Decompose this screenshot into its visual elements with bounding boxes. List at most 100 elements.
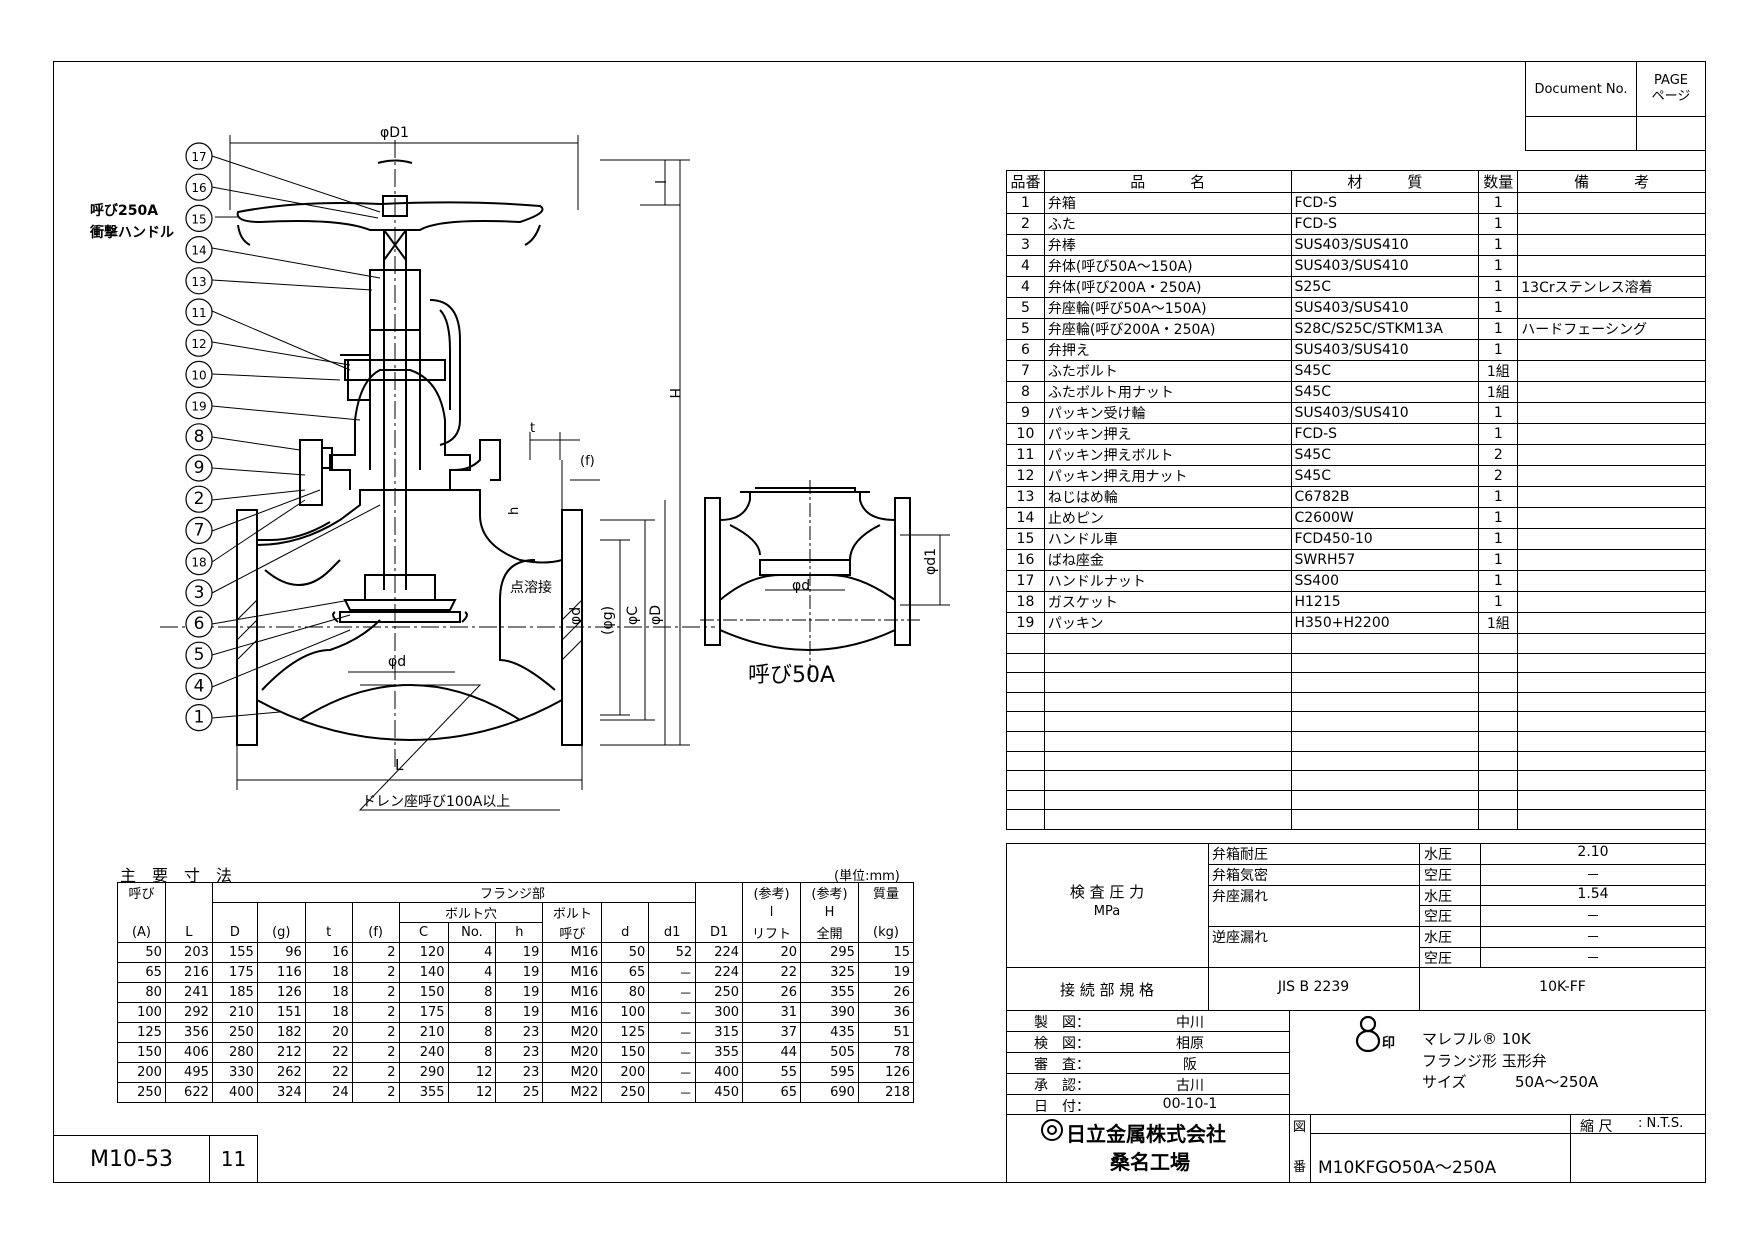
dim-cell: M16 <box>542 982 603 1003</box>
tp-row-line <box>1419 905 1706 907</box>
part-no <box>1006 691 1045 713</box>
dim-cell: 210 <box>398 1022 449 1043</box>
dim-cell: 19 <box>495 962 544 983</box>
connection-standard: JIS B 2239 <box>1277 979 1350 995</box>
dim-cell: 2 <box>351 1022 400 1043</box>
part-material: SUS403/SUS410 <box>1290 402 1480 424</box>
part-name: 弁押え <box>1043 339 1292 361</box>
dim-cell: 22 <box>304 1042 353 1063</box>
part-remarks <box>1517 339 1706 361</box>
dim-cell: 290 <box>398 1062 449 1083</box>
dim-cell: M20 <box>542 1022 603 1043</box>
approval-role: 検 図： <box>1034 1036 1090 1052</box>
dh-flange: フランジ部 <box>211 882 697 903</box>
callout-circle <box>185 236 213 264</box>
callout-circle <box>185 672 213 701</box>
part-material: S25C <box>1290 276 1480 298</box>
dim-cell: 690 <box>800 1082 859 1103</box>
tp-row-line <box>1208 926 1706 928</box>
dim-cell: 16 <box>304 942 353 963</box>
dim-cell: 18 <box>304 1002 353 1023</box>
part-remarks <box>1517 730 1706 752</box>
dh-f: (f) <box>351 922 400 943</box>
part-material: SUS403/SUS410 <box>1290 339 1480 361</box>
dim-cell: 20 <box>304 1022 353 1043</box>
dim-cell: 12 <box>447 1062 497 1083</box>
dim-cell: 150 <box>398 982 449 1003</box>
connection-label: 接 続 部 規 格 <box>1059 981 1155 999</box>
dh-full-open: 全開 <box>800 922 859 943</box>
dim-cell: 390 <box>800 1002 859 1023</box>
dh-ref2: (参考) <box>800 882 859 903</box>
handle-note-size: 呼び250A <box>90 202 158 219</box>
dim-cell: 12 <box>447 1082 497 1103</box>
part-name <box>1043 711 1292 732</box>
dim-cell: M16 <box>542 962 603 983</box>
tp-medium: 水圧 <box>1424 847 1452 863</box>
part-qty <box>1478 730 1519 752</box>
dim-H-label: H <box>666 388 682 399</box>
callout-label: 11 <box>191 306 206 320</box>
drawing-no-label-2: 番 <box>1293 1160 1307 1175</box>
part-remarks: ハードフェーシング <box>1517 318 1706 340</box>
dim-cell: 241 <box>164 982 213 1003</box>
part-qty <box>1478 691 1519 713</box>
part-material: S45C <box>1290 360 1480 382</box>
part-remarks: 13Crステンレス溶着 <box>1517 276 1706 298</box>
part-remarks <box>1517 192 1706 214</box>
tp-item: 逆座漏れ <box>1212 930 1268 947</box>
dim-cell: 18 <box>304 962 353 983</box>
footer-sheet: 11 <box>220 1147 247 1171</box>
dim-cell: 595 <box>800 1062 859 1083</box>
part-name: 弁座輪(呼び200A・250A) <box>1043 318 1292 340</box>
dim-cell: 325 <box>800 962 859 983</box>
part-name: 弁体(呼び50A～150A) <box>1043 255 1292 277</box>
dim-C-label: φC <box>625 606 641 625</box>
callout-label: 10 <box>191 368 206 382</box>
dim-cell: 26 <box>742 982 802 1003</box>
part-no: 16 <box>1006 549 1045 571</box>
dim-cell: 400 <box>211 1082 258 1103</box>
part-no: 2 <box>1006 213 1045 235</box>
callout-label: 6 <box>194 614 205 634</box>
part-remarks <box>1517 612 1706 634</box>
part-name: ハンドル車 <box>1043 528 1292 550</box>
dim-cell: M20 <box>542 1062 603 1083</box>
part-name: パッキン押えボルト <box>1043 444 1292 466</box>
dim-seat-label: φd <box>388 654 406 670</box>
part-name: パッキン受け輪 <box>1043 402 1292 424</box>
dim-g-label: (φg) <box>600 606 616 635</box>
dim-cell: 55 <box>742 1062 802 1083</box>
dh-L: L <box>164 922 213 943</box>
tp-medium: 空圧 <box>1424 867 1452 884</box>
company-logo-icon <box>1041 1119 1063 1141</box>
parts-col-no: 品番 <box>1006 170 1045 193</box>
weld-note: 点溶接 <box>510 579 552 596</box>
callout-circle <box>185 610 213 638</box>
parts-row <box>1006 691 1706 713</box>
dim-cell: 356 <box>164 1022 213 1043</box>
tp-row-line <box>1208 863 1706 865</box>
gourd-logo-icon <box>1355 1015 1381 1053</box>
callout-circle <box>185 641 213 669</box>
part-name: 弁箱 <box>1043 192 1292 214</box>
conn-div-2 <box>1419 967 1420 1011</box>
drawing-no-block <box>1289 1114 1706 1183</box>
dim-cell: 2 <box>351 1042 400 1063</box>
parts-row <box>1006 730 1706 752</box>
part-no: 5 <box>1006 297 1045 319</box>
part-material: S28C/S25C/STKM13A <box>1290 318 1480 340</box>
part-qty: 1 <box>1478 297 1519 319</box>
dim-cell: 495 <box>164 1062 213 1083</box>
dim-cell: 20 <box>742 942 802 963</box>
approval-line <box>1006 1031 1290 1032</box>
dim-cell: 250 <box>601 1082 650 1103</box>
part-no: 13 <box>1006 486 1045 508</box>
